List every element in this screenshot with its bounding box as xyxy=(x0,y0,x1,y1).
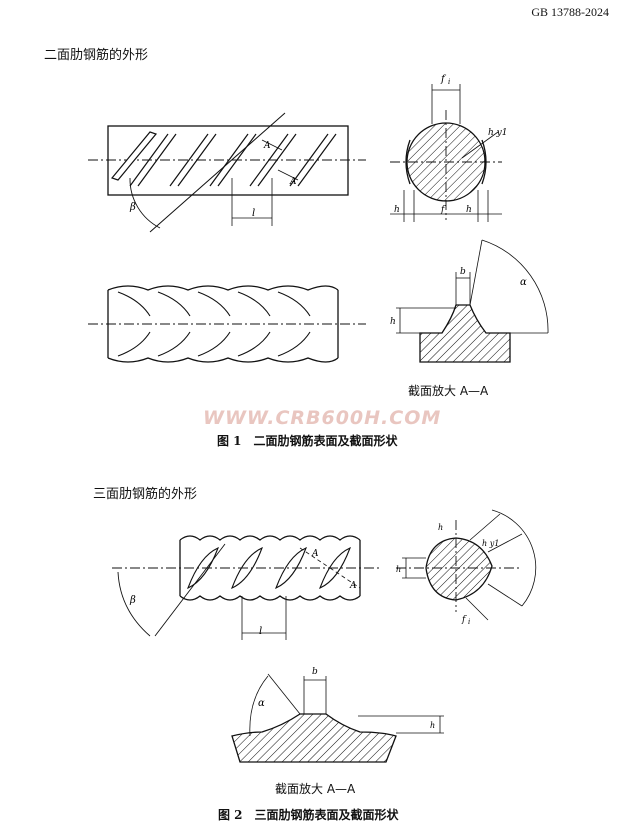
figure2-side-view xyxy=(112,535,380,640)
figure2-section-view-label: 截面放大 A—A xyxy=(275,782,356,796)
figure1-h-right-label: h xyxy=(466,205,472,215)
figure2-l-label: l xyxy=(259,626,262,637)
figure2-caption: 图 2 三面肋钢筋表面及截面形状 xyxy=(218,808,399,822)
figure1-f-bottom-label: f xyxy=(440,205,446,215)
figure1-section-title: 二面肋钢筋的外形 xyxy=(44,48,149,63)
figure1-h-left-label: h xyxy=(394,205,400,215)
figure1-section-view-label: 截面放大 A—A xyxy=(408,384,489,398)
figure2-f-sub: i xyxy=(468,618,470,626)
figure1-rib-group xyxy=(110,131,337,187)
figure2-enlarged-section xyxy=(231,673,444,763)
figure2-beta-label: β xyxy=(129,595,136,606)
figure2-a1-label: A xyxy=(311,549,319,559)
figure1-alpha-label: α xyxy=(520,277,527,288)
figure1-front-view xyxy=(88,285,366,363)
figure2-h-left-label: h xyxy=(396,565,401,574)
figure1-side-view xyxy=(88,112,366,233)
figure1-l-label: l xyxy=(252,208,255,219)
figure2-hy-label: h y1 xyxy=(482,539,499,548)
figure1-caption: 图 1 二面肋钢筋表面及截面形状 xyxy=(217,434,398,448)
standard-number: GB 13788-2024 xyxy=(531,5,609,19)
figure1-hy-label: h y1 xyxy=(488,128,507,138)
figure1-enlarged-section xyxy=(396,239,549,363)
figure1-section-h-label: h xyxy=(390,317,396,327)
figure2-section-h-label: h xyxy=(430,721,435,730)
watermark: WWW.CRB600H.COM xyxy=(203,407,442,429)
figure2-f-label: f xyxy=(461,615,467,625)
figure2-cross-section xyxy=(396,509,537,621)
figure1-b-label: b xyxy=(460,267,466,277)
figure2-a2-label: A xyxy=(349,581,357,591)
figure2-h-top-label: h xyxy=(438,523,443,532)
figure1-f-top-sub: i xyxy=(448,78,450,86)
figure2-section-title: 三面肋钢筋的外形 xyxy=(93,487,198,502)
figure1-a1-label: A xyxy=(263,141,271,151)
figure1-cross-section xyxy=(390,84,502,222)
figure1-beta-label: β xyxy=(129,202,136,213)
figure2-alpha-label: α xyxy=(258,698,265,709)
figure1-f-top-label: f xyxy=(440,74,447,85)
figure2-b-label: b xyxy=(312,667,318,677)
figure1-a2-label: A xyxy=(289,177,297,187)
